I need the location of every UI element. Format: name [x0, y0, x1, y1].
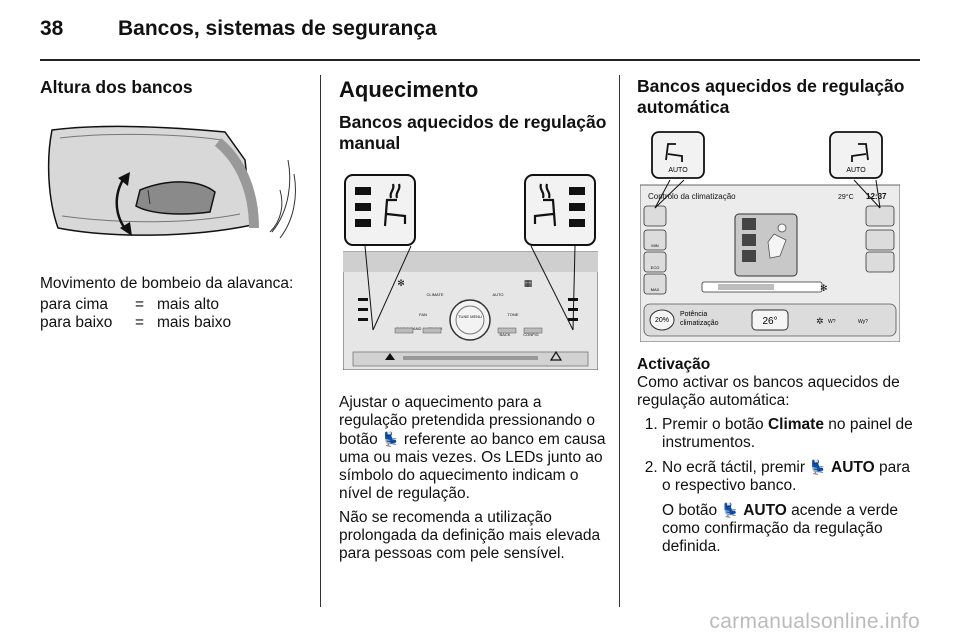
table-cell: para cima	[40, 296, 109, 313]
header-rule	[40, 59, 920, 61]
power-label-line-2: climatização	[680, 320, 719, 327]
seat-heat-icon: 💺	[382, 431, 400, 447]
table-cell: para baixo	[40, 314, 113, 331]
power-percentage-badge	[649, 309, 675, 331]
fan-min-label: MIN	[651, 243, 658, 248]
manual-heating-warning: Não se recomenda a utilização prolongada…	[339, 509, 601, 562]
seat-height-heading: Altura dos bancos	[40, 77, 193, 97]
recirc-button	[865, 229, 895, 251]
auto-seat-heat-screen-illustration: Controlo da climatização 29°C 12:37 MIN …	[640, 130, 900, 342]
climate-label: CLIMATE	[426, 292, 443, 297]
fan-max-label: MAX	[651, 287, 660, 292]
passenger-seat-auto-button	[865, 205, 895, 227]
manual-heated-seats-heading: Bancos aquecidos de regulação manual	[339, 112, 607, 153]
seat-heat-icon: 💺	[721, 502, 739, 518]
defrost-icon: ✲	[816, 316, 824, 326]
wy-label: Wy?	[858, 319, 868, 325]
activation-steps: Premir o botão Climate no painel de inst…	[637, 416, 913, 556]
page-number: 38	[40, 17, 64, 40]
column-seat-height: Altura dos bancos	[40, 76, 308, 98]
fan-icon: ✻	[397, 278, 405, 288]
auto-heated-seats-heading: Bancos aquecidos de regulação automática	[637, 76, 905, 117]
fan-label: FAN	[419, 312, 427, 317]
column-divider-2	[619, 75, 620, 607]
seat-heat-icon: 💺	[809, 459, 827, 475]
config-label: CONFIG	[523, 332, 539, 337]
table-cell: =	[135, 314, 145, 331]
back-label: BACK	[500, 332, 511, 337]
table-cell: mais baixo	[157, 314, 232, 331]
pump-arrow-shape	[115, 177, 128, 231]
seat-height-text: Movimento de bombeio da alavanca: para c…	[40, 275, 308, 332]
manual-seat-heat-illustration: TUNE MENU CLIMATE AUTO FAN TONE RADIO BA…	[343, 170, 598, 370]
watermark: carmanualsonline.info	[709, 610, 920, 633]
manual-heating-instructions: Ajustar o aquecimento para a regulação p…	[339, 394, 606, 502]
auto-label: AUTO	[492, 292, 503, 297]
heating-heading: Aquecimento	[339, 77, 479, 102]
table-cell: mais alto	[157, 296, 220, 313]
auto-heating-text: Activação Como activar os bancos aquecid…	[637, 356, 913, 562]
tone-label: TONE	[507, 312, 518, 317]
lever-caption: Movimento de bombeio da alavanca:	[40, 275, 294, 292]
driver-auto-label: AUTO	[668, 167, 688, 174]
passenger-auto-label: AUTO	[846, 167, 866, 174]
auto-recirc-button	[865, 251, 895, 273]
clock: 12:37	[866, 192, 887, 201]
step2-note: O botão 💺 AUTO acende a verde como confi…	[662, 502, 899, 555]
outside-temp: 29°C	[838, 193, 854, 201]
column-auto-heating: Bancos aquecidos de regulação automática	[637, 76, 913, 118]
manual-heating-text: Ajustar o aquecimento para a regulação p…	[339, 394, 607, 563]
left-seat-heat-icon	[383, 183, 407, 227]
right-seat-heat-icon	[533, 183, 557, 227]
tune-menu-label: TUNE MENU	[458, 314, 482, 319]
fan-min-button	[643, 229, 667, 251]
activation-heading: Activação	[637, 356, 711, 373]
activation-intro: Como activar os bancos aquecidos de regu…	[637, 374, 900, 409]
power-label-line-1: Potência	[680, 311, 707, 318]
seat-height-illustration	[40, 120, 302, 250]
list-item: Premir o botão Climate no painel de inst…	[662, 416, 913, 452]
section-title: Bancos, sistemas de segurança	[118, 17, 437, 40]
table-cell: =	[135, 296, 145, 313]
driver-seat-auto-button	[643, 205, 667, 227]
fan-eco-label: ECO	[651, 265, 660, 270]
column-heating: Aquecimento Bancos aquecidos de regulaçã…	[339, 76, 607, 154]
table-row: para cima = mais alto	[40, 296, 231, 314]
w-label: W?	[828, 319, 836, 325]
lever-table: para cima = mais alto para baixo = mais …	[40, 296, 231, 332]
table-row: para baixo = mais baixo	[40, 314, 231, 332]
hazard-icon	[549, 350, 563, 361]
eject-icon	[385, 353, 395, 360]
fan-max-icon: ✻	[820, 283, 828, 293]
power-percentage: 20%	[655, 317, 669, 324]
set-temperature: 26°	[762, 316, 777, 327]
lever-shape	[135, 181, 216, 215]
fan-max-button	[643, 273, 667, 295]
column-divider-1	[320, 75, 321, 607]
set-temperature-box	[751, 309, 789, 331]
rear-defrost-icon: ▦	[524, 278, 533, 288]
fan-eco-button	[643, 251, 667, 273]
list-item: No ecrã táctil, premir 💺 AUTO para o res…	[662, 458, 913, 556]
climate-screen-title: Controlo da climatização	[648, 192, 736, 201]
